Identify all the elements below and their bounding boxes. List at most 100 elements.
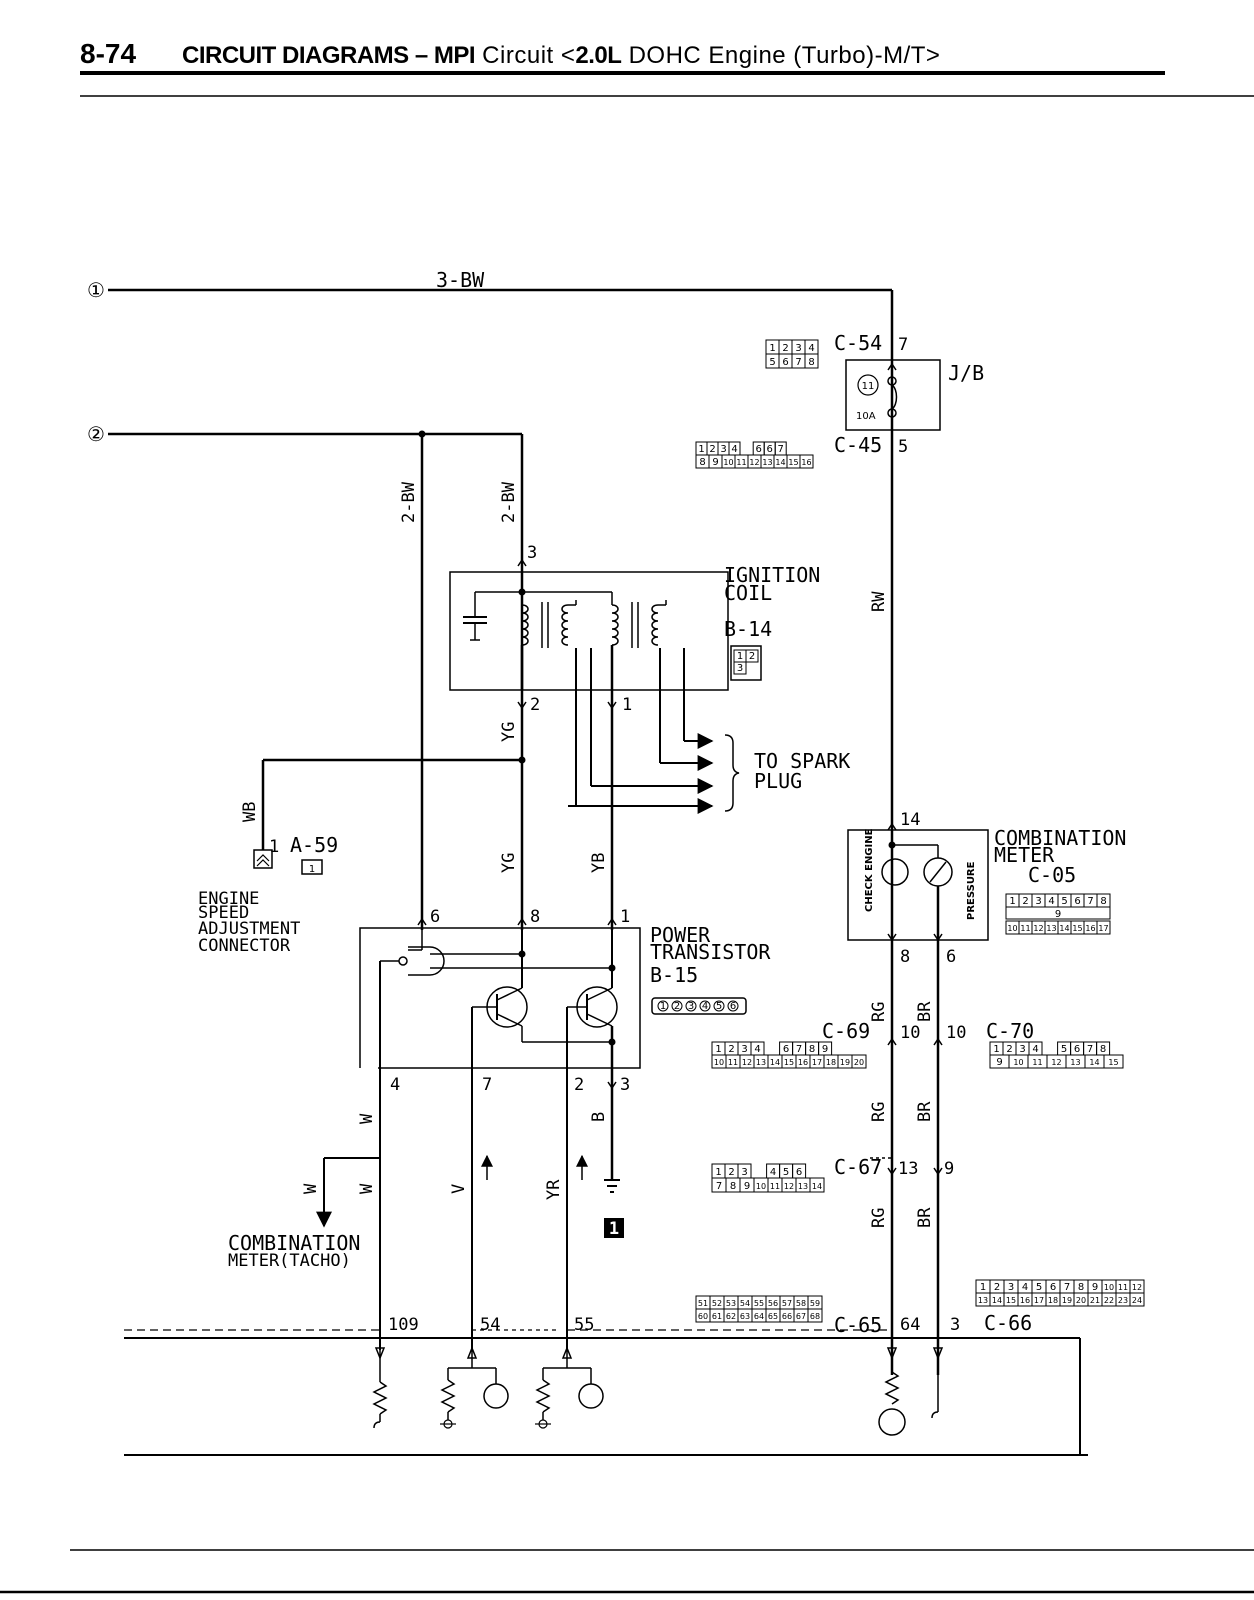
connector-pin-number: 1	[698, 444, 704, 455]
pt-pin-8: 8	[530, 907, 540, 927]
connector-pin-number: 10	[1007, 924, 1017, 933]
pt-pin-2: 2	[574, 1075, 584, 1095]
c67-pin-13: 13	[898, 1159, 918, 1179]
wire-label-yg-upper: YG	[499, 722, 519, 742]
connector-pin-number: 9	[822, 1044, 828, 1055]
page-number: 8-74	[80, 38, 137, 69]
b14-label: B-14	[724, 617, 772, 641]
a59-cell: 1	[309, 864, 315, 875]
connector-pin-number: 4	[1032, 1044, 1038, 1055]
connector-pin-number: 8	[1078, 1282, 1084, 1293]
connector-pin-number: 4	[731, 444, 737, 455]
connector-pin-cell	[809, 1177, 825, 1193]
c67-pin-9: 9	[944, 1159, 954, 1179]
connector-pin-number: 62	[726, 1312, 736, 1321]
connector-pin-number: 6	[756, 444, 762, 455]
ignition-pin-3: 3	[527, 543, 537, 563]
connector-pin-number: 13	[798, 1182, 808, 1191]
connector-pin-number: 12	[742, 1058, 752, 1067]
connector-pin-number: 13	[762, 458, 772, 467]
combination-meter-label: COMBINATION	[994, 826, 1126, 850]
connector-pin-number: 65	[768, 1312, 778, 1321]
connector-pin-number: 5	[769, 357, 775, 368]
connector-pin-number: 4	[754, 1044, 760, 1055]
connector-pin-number: 22	[1104, 1296, 1114, 1305]
c67-label: C-67	[834, 1155, 882, 1179]
connector-pin-cell	[807, 1308, 823, 1323]
c65-label: C-65	[834, 1313, 882, 1337]
connector-pin-number: 24	[1132, 1296, 1142, 1305]
connector-pin-number: 5	[1061, 896, 1067, 907]
connector-pin-number: 9	[744, 1181, 750, 1192]
connector-pin-number: 1	[737, 651, 743, 662]
wire-label-rg-1: RG	[869, 1002, 889, 1022]
connector-pin-number: 8	[699, 457, 705, 468]
connector-pin-number: 4	[1022, 1282, 1028, 1293]
wire-label-yg-lower: YG	[499, 853, 519, 873]
connector-pin-cell	[685, 1000, 697, 1012]
wire-label-w-branch: W	[301, 1183, 321, 1194]
ecu-pin-109: 109	[388, 1315, 419, 1335]
meter-pin-14: 14	[900, 810, 920, 830]
tacho-label: COMBINATION	[228, 1231, 360, 1255]
connector-pin-cell	[851, 1054, 867, 1069]
connector-pin-number: 5	[1036, 1282, 1042, 1293]
connector-pin-number: 4	[1048, 896, 1054, 907]
engine-label-3: ADJUSTMENT	[198, 919, 300, 939]
connector-pin-number: 8	[730, 1181, 736, 1192]
connector-pin-cell	[1103, 1054, 1124, 1069]
page-title: CIRCUIT DIAGRAMS – MPI Circuit <2.0L DOH…	[182, 42, 940, 70]
connector-pin-number: 1	[715, 1167, 721, 1178]
connector-pin-number: 4	[770, 1167, 776, 1178]
connector-pin-number: 5	[716, 1001, 722, 1012]
connector-pin-number: 10	[1104, 1283, 1114, 1292]
tacho-label-2: METER(TACHO)	[228, 1251, 351, 1271]
connector-pin-number: 18	[1048, 1296, 1058, 1305]
wire-label-rg-3: RG	[869, 1208, 889, 1228]
wire-label-wb: WB	[240, 802, 260, 822]
connector-pin-number: 8	[808, 357, 814, 368]
connector-pin-cell	[657, 1000, 669, 1012]
pin-arrows	[374, 362, 944, 1361]
connector-pin-number: 8	[809, 1044, 815, 1055]
connector-pin-number: 66	[782, 1312, 792, 1321]
connector-pin-number: 15	[784, 1058, 794, 1067]
connector-pin-number: 12	[1051, 1058, 1061, 1067]
connector-pin-number: 14	[992, 1296, 1002, 1305]
check-engine-label: CHECK ENGINE	[864, 828, 875, 912]
c70-pin: 10	[946, 1023, 966, 1043]
pt-pin-3: 3	[620, 1075, 630, 1095]
wire-label-2bw-right: 2-BW	[499, 481, 519, 523]
connector-pin-number: 11	[1118, 1283, 1128, 1292]
connector-pin-number: 57	[782, 1299, 792, 1308]
connector-pin-cell	[699, 1000, 711, 1012]
connector-pin-number: 11	[770, 1182, 780, 1191]
c69-label: C-69	[822, 1019, 870, 1043]
c05-label: C-05	[1028, 863, 1076, 887]
connector-pin-number: 3	[795, 343, 801, 354]
connector-pin-number: 2	[728, 1044, 734, 1055]
wire-label-2bw-left: 2-BW	[399, 481, 419, 523]
connector-pin-number: 13	[1046, 924, 1056, 933]
connector-pin-number: 1	[980, 1282, 986, 1293]
c45-label: C-45	[834, 433, 882, 457]
junction-dots	[418, 430, 896, 1046]
connector-pin-number: 58	[796, 1299, 806, 1308]
meter-pin-8: 8	[900, 947, 910, 967]
connector-pin-number: 1	[1009, 896, 1015, 907]
title-engine-spec: DOHC Engine (Turbo)-M/T>	[621, 42, 941, 69]
wire-label-yb: YB	[589, 853, 609, 873]
ecu-pin-55: 55	[574, 1315, 594, 1335]
wire-label-rg-2: RG	[869, 1102, 889, 1122]
connector-pin-number: 21	[1090, 1296, 1100, 1305]
a59-label: A-59	[290, 833, 338, 857]
connector-pin-number: 16	[798, 1058, 808, 1067]
connector-pin-number: 63	[740, 1312, 750, 1321]
connector-pin-number: 6	[1074, 1044, 1080, 1055]
connector-pin-number: 19	[1062, 1296, 1072, 1305]
